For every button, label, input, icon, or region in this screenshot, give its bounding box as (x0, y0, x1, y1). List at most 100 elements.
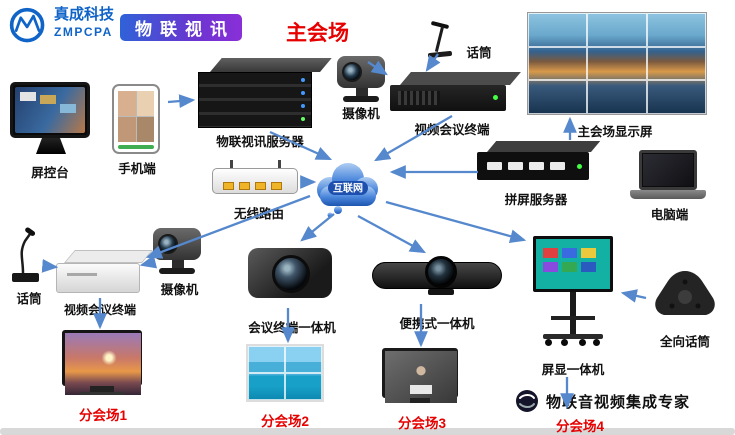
phone-video-tile (136, 117, 154, 142)
omni-mic-label: 全向话筒 (659, 335, 710, 349)
company-name-en: ZMPCPA (54, 24, 113, 39)
mic-main-device (420, 20, 456, 68)
screen-console-label: 屏控台 (31, 166, 69, 180)
video-terminal-main-device (390, 72, 521, 116)
videowall-cell (646, 13, 706, 47)
tablet-screen-content (15, 87, 85, 133)
branch4-label: 分会场4 (555, 419, 604, 434)
display-base (543, 334, 603, 339)
router-antenna (278, 160, 281, 170)
tablet-stand (36, 138, 66, 154)
display-wheel (579, 339, 586, 346)
conference-aio-label: 会议终端一体机 (248, 321, 336, 335)
terminal-top-face (400, 72, 521, 85)
wterm-front-face (56, 263, 140, 293)
router-antenna (230, 160, 233, 170)
company-logo-icon (9, 7, 45, 43)
main-venue-title: 主会场 (286, 22, 349, 45)
pc-label: 电脑端 (650, 208, 689, 222)
videowall-cell (528, 13, 588, 47)
videowall-cell (248, 373, 285, 400)
router-body (212, 168, 298, 194)
videowall-cell (248, 346, 285, 373)
arrow (357, 214, 427, 254)
camera-base (159, 268, 195, 274)
splicing-server-device (477, 141, 601, 186)
splicer-ports (487, 162, 565, 170)
camera-branch-label: 摄像机 (160, 283, 199, 297)
laptop-screen (639, 150, 697, 190)
company-name: 真成科技 (54, 6, 115, 23)
videowall-cell (285, 346, 322, 373)
splicing-server-label: 拼屏服务器 (504, 193, 568, 207)
display-aio-label: 屏显一体机 (541, 363, 605, 377)
router-ports (223, 182, 282, 190)
omni-mic-device (655, 271, 715, 315)
videowall-cell (528, 80, 588, 114)
footer-logo-icon (516, 390, 538, 412)
main-display-videowall (527, 12, 707, 115)
server-front-face (198, 72, 312, 128)
videowall-cell (646, 80, 706, 114)
camera-lens (158, 234, 178, 254)
footer: 物联音视频集成专家 (514, 388, 690, 414)
videowall-cell (587, 80, 647, 114)
branch2-label: 分会场2 (260, 414, 309, 429)
footer-slogan: 物联音视频集成专家 (546, 393, 691, 411)
mic-main-label: 话筒 (466, 46, 492, 60)
terminal-front-face (390, 85, 506, 111)
videowall-cell (587, 46, 647, 81)
mobile-device (112, 84, 160, 154)
monitor-image (385, 351, 457, 403)
branch1-monitor (62, 330, 144, 398)
mobile-label: 手机端 (118, 162, 156, 176)
camera-neck (172, 260, 184, 268)
video-terminal-branch-label: 视频会议终端 (63, 303, 136, 317)
camera-branch-device (146, 224, 208, 278)
mic-rod (434, 26, 445, 52)
videowall-grid (528, 13, 706, 114)
phone-video-tile (136, 91, 154, 116)
laptop-base (630, 190, 706, 199)
videowall-cell (285, 373, 322, 400)
monitor-stand (90, 386, 114, 392)
pc-device (630, 150, 708, 202)
mic-branch-label: 话筒 (16, 292, 42, 306)
videowall-cell (646, 46, 706, 81)
tablet-screen (10, 82, 90, 138)
portable-lens (425, 256, 457, 288)
wterm-top-face (64, 250, 153, 263)
splicer-top-face (487, 141, 601, 152)
phone-video-tile (118, 91, 136, 116)
server-top-face (210, 58, 332, 72)
portable-aio-device (372, 252, 504, 302)
camera-main-label: 摄像机 (342, 107, 380, 121)
videowall-cell (528, 46, 588, 81)
display-wheel (593, 339, 600, 346)
video-terminal-main-label: 视频会议终端 (414, 123, 490, 137)
camera-neck (356, 88, 368, 96)
conference-aio-device (246, 240, 336, 306)
screen-console-device (10, 82, 94, 160)
branch3-label: 分会场3 (397, 416, 446, 431)
camera-base (343, 96, 379, 102)
bottom-divider (0, 428, 735, 435)
main-display-label: 主会场显示屏 (577, 125, 653, 139)
video-terminal-branch-device (56, 250, 153, 298)
mic-base (427, 50, 453, 59)
monitor-image (65, 333, 141, 395)
mic-branch-device (12, 227, 39, 282)
branch2-videowall (246, 344, 324, 402)
branch1-label: 分会场1 (78, 408, 127, 423)
iot-server-label: 物联视讯服务器 (216, 135, 304, 149)
internet-label-pill (328, 181, 368, 195)
product-title: 物联视讯 (135, 20, 235, 39)
router-label: 无线路由 (233, 207, 284, 221)
display-screen (533, 236, 613, 292)
phone-video-tile (118, 117, 136, 142)
display-wheel (545, 339, 552, 346)
splicer-front-face (477, 152, 589, 180)
portable-aio-label: 便携式一体机 (399, 317, 475, 331)
display-shelf (551, 316, 595, 320)
